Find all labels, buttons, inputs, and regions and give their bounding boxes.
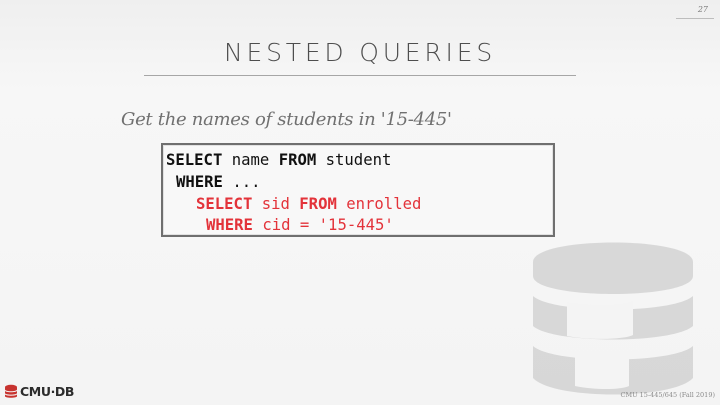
footer-logo: CMU·DB [4, 383, 74, 399]
sql-keyword: FROM [278, 151, 317, 169]
sql-keyword: WHERE [206, 216, 253, 234]
sql-text: ... [222, 173, 261, 191]
code-line-3: SELECT sid FROM enrolled [196, 194, 421, 214]
code-line-4: WHERE cid = '15-445' [206, 215, 394, 235]
database-watermark-icon [533, 242, 693, 395]
sql-text: enrolled [336, 195, 422, 213]
corner-divider [676, 18, 714, 19]
sql-text: cid = '15-445' [252, 216, 394, 234]
slide-title: NESTED QUERIES [223, 38, 496, 67]
sql-text: student [316, 151, 392, 169]
sql-keyword: SELECT [166, 151, 223, 169]
footer-course-label: CMU 15-445/645 (Fall 2019) [620, 391, 716, 399]
sql-keyword: SELECT [196, 195, 253, 213]
sql-text: name [222, 151, 279, 169]
title-divider [144, 75, 576, 76]
sql-keyword: WHERE [176, 173, 223, 191]
sql-keyword: FROM [299, 195, 337, 213]
footer-logo-text: CMU·DB [20, 383, 75, 399]
sql-text: sid [252, 195, 300, 213]
code-line-1: SELECT name FROM student [166, 150, 391, 170]
slide-number: 27 [697, 5, 708, 14]
code-box: SELECT name FROM student WHERE ... SELEC… [161, 143, 555, 237]
code-line-2: WHERE ... [176, 172, 261, 192]
database-stack-icon [5, 384, 17, 398]
slide-subtitle: Get the names of students in '15-445' [121, 109, 452, 130]
